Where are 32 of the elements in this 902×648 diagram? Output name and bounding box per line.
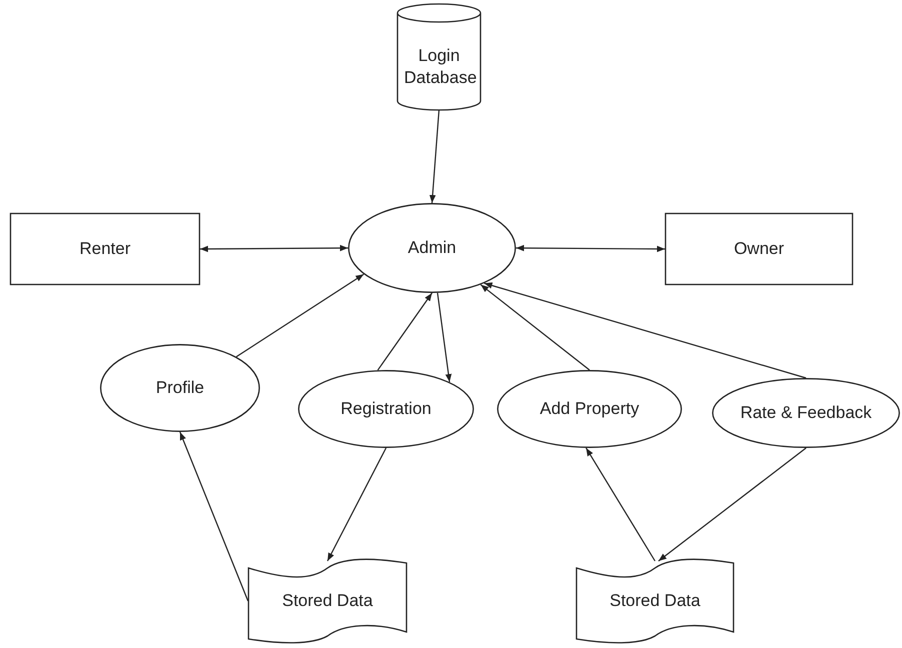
- process-ellipse: [712, 378, 900, 448]
- data-store-document: [248, 558, 407, 644]
- entity-box: [10, 213, 200, 285]
- arrow: [436, 292, 452, 382]
- arrow: [429, 110, 440, 204]
- process-ellipse: [348, 203, 516, 293]
- arrow: [658, 448, 806, 562]
- process-ellipse: [298, 370, 474, 448]
- entity-box: [665, 213, 853, 285]
- arrow: [377, 292, 432, 371]
- node-label: Renter: [79, 238, 131, 260]
- arrow: [326, 448, 387, 562]
- arrow: [586, 448, 656, 562]
- data-store-document: [576, 558, 734, 644]
- arrow: [484, 282, 806, 379]
- node-label: Admin: [408, 236, 456, 259]
- arrow: [516, 244, 665, 252]
- node-label: Add Property: [540, 398, 640, 420]
- process-ellipse: [497, 370, 682, 448]
- arrow: [480, 284, 590, 370]
- node-label: Registration: [340, 398, 432, 420]
- node-label: Profile: [156, 376, 204, 399]
- process-ellipse: [100, 344, 260, 432]
- node-label: Stored Data: [610, 590, 700, 612]
- arrow: [200, 244, 348, 252]
- arrow: [236, 274, 364, 358]
- node-label: Rate & Feedback: [740, 402, 872, 424]
- node-label: Login Database: [404, 44, 474, 89]
- node-label: Stored Data: [282, 590, 373, 612]
- database-cylinder: [397, 4, 481, 110]
- node-label: Owner: [734, 238, 784, 260]
- arrow: [179, 432, 249, 602]
